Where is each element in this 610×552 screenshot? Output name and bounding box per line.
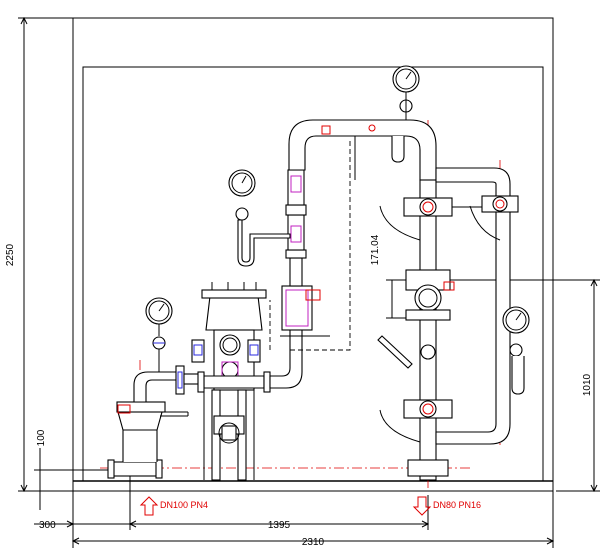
inlet-pipework [107,365,205,479]
dimension-lines [18,16,600,548]
cabinet-frame [72,17,554,492]
riser-pressure-gauge [228,169,291,267]
bypass-loop [435,167,519,445]
main-vertical-line [377,179,455,481]
regulator-assembly [191,282,271,481]
inlet-connection: DN100 PN4 [139,496,208,516]
top-pressure-gauge [391,65,420,163]
left-pressure-gauge [145,297,173,372]
outlet-label: DN80 PN16 [433,500,481,510]
riser-pipework [269,119,437,389]
dimension-labels: 2250 100 300 1395 2310 1010 171.04 [5,234,593,548]
right-pressure-gauge [502,306,530,395]
outlet-connection: DN80 PN16 [412,496,481,516]
dim-inlet-outlet: 1395 [268,520,291,531]
dim-total-height: 2250 [5,243,16,266]
dim-total-width: 2310 [302,537,325,548]
dim-offset-left: 300 [39,520,56,531]
dashed-enclosure [269,140,351,351]
dim-right-height: 1010 [582,373,593,396]
dim-valve-spacing: 171.04 [370,234,381,265]
dim-base-height: 100 [36,429,47,446]
inlet-label: DN100 PN4 [160,500,208,510]
